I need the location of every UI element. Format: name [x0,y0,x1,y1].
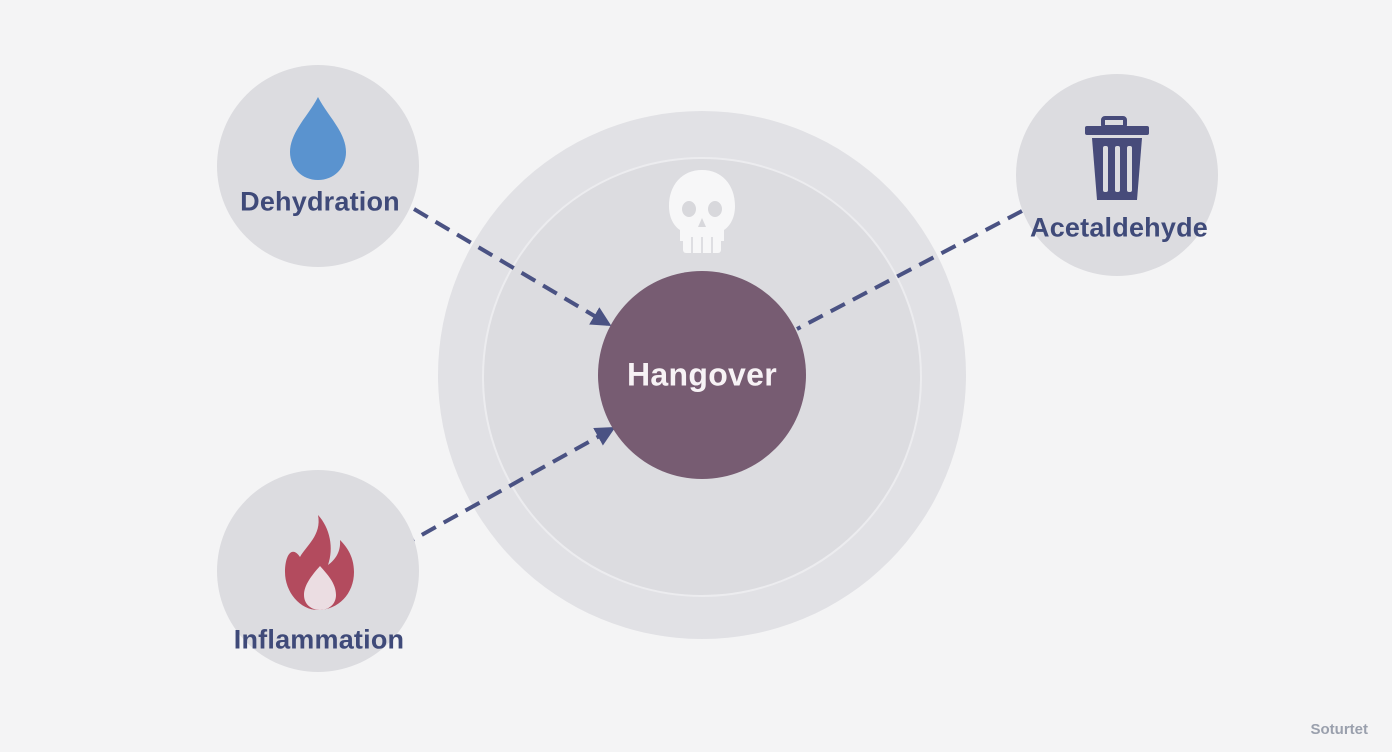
cause-label-inflammation: Inflammation [233,624,405,655]
cause-label-dehydration: Dehydration [240,186,400,217]
connector-dehydration [412,207,612,327]
center-node-hangover [598,271,806,479]
trash-can-icon [1085,116,1149,200]
water-drop-icon [290,97,346,180]
cause-label-acetaldehyde: Acetaldehyde [1030,212,1208,243]
center-node-label: Hangover [627,356,777,393]
connector-acetaldehyde [796,209,1023,331]
connector-inflammation [399,427,616,549]
skull-icon [669,170,735,253]
flame-icon [285,515,354,610]
watermark: Soturtet [1310,721,1369,738]
